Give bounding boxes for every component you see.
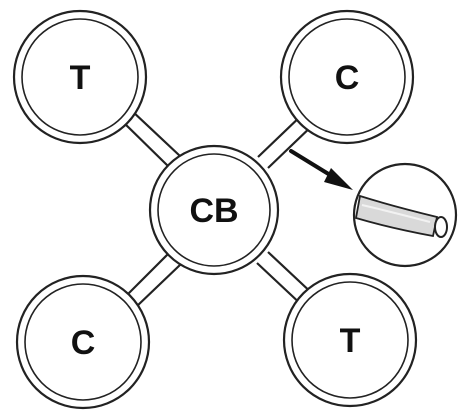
node-label-top-right: C [335,59,360,97]
node-label-bottom-right: T [340,322,361,360]
node-bottom-left: C [15,274,151,410]
connector-bottom-left [124,252,182,308]
node-top-right: C [279,9,415,145]
node-top-left: T [12,9,148,145]
tube-cross-section-icon [352,162,458,268]
connector-top-left [120,109,181,168]
node-label-bottom-left: C [71,324,96,362]
arrow-icon [289,149,353,190]
node-center: CB [148,144,280,276]
node-label-top-left: T [70,59,91,97]
node-bottom-right: T [282,272,418,408]
node-label-center: CB [189,192,238,230]
